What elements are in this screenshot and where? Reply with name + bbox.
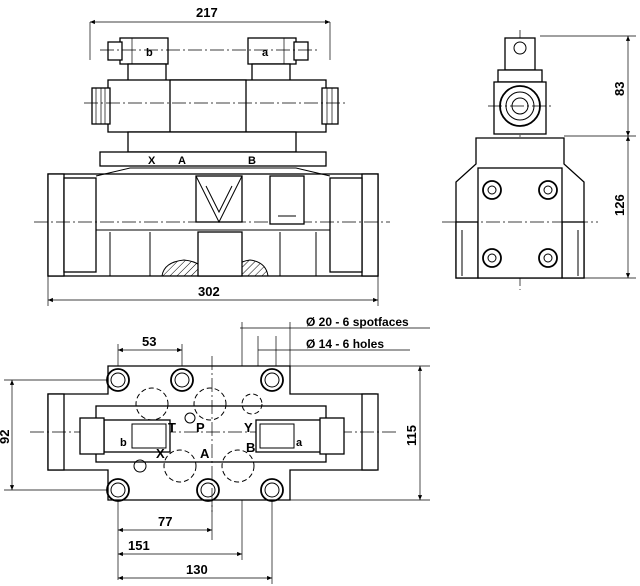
solenoid-body bbox=[84, 79, 348, 133]
dimension-217: 217 bbox=[89, 5, 331, 60]
dim-126-label: 126 bbox=[612, 194, 627, 216]
plan-port-x: X bbox=[156, 446, 165, 461]
front-port-a: A bbox=[178, 155, 186, 167]
dimension-126: 126 bbox=[584, 136, 636, 279]
dimension-130: 130 bbox=[118, 500, 273, 584]
main-valve-body: X A B bbox=[34, 155, 390, 277]
plan-view: Ø 20 - 6 spotfaces Ø 14 - 6 holes 53 bbox=[0, 315, 430, 584]
note-holes: Ø 14 - 6 holes bbox=[306, 337, 384, 351]
dimension-302: 302 bbox=[47, 276, 379, 306]
plan-port-y: Y bbox=[244, 420, 253, 435]
plan-port-a: A bbox=[200, 446, 210, 461]
solenoid-b-label: b bbox=[146, 47, 153, 59]
front-port-b: B bbox=[248, 155, 256, 167]
solenoid-connector-b: b bbox=[107, 37, 169, 83]
note-spotfaces: Ø 20 - 6 spotfaces bbox=[306, 315, 409, 329]
dimension-115: 115 bbox=[290, 365, 430, 501]
dim-302-label: 302 bbox=[198, 284, 220, 299]
dimension-92: 92 bbox=[0, 379, 108, 491]
dim-92-label: 92 bbox=[0, 430, 12, 444]
dim-151-label: 151 bbox=[128, 538, 150, 553]
plan-port-t: T bbox=[168, 420, 176, 435]
plan-port-p: P bbox=[196, 420, 205, 435]
solenoid-a-label: a bbox=[262, 47, 269, 59]
pilot-block bbox=[99, 131, 327, 167]
dimension-77: 77 bbox=[117, 500, 213, 580]
plan-a-label: a bbox=[296, 437, 303, 449]
dim-53-label: 53 bbox=[142, 334, 156, 349]
dim-217-label: 217 bbox=[196, 5, 218, 20]
plan-b-label: b bbox=[120, 437, 127, 449]
dim-83-label: 83 bbox=[612, 82, 627, 96]
dim-130-label: 130 bbox=[186, 562, 208, 577]
side-view: 83 126 bbox=[442, 30, 636, 290]
plan-port-b: B bbox=[246, 440, 255, 455]
dimension-83: 83 bbox=[540, 35, 636, 137]
dimension-151: 151 bbox=[118, 500, 243, 560]
front-view: 217 b a bbox=[34, 5, 390, 306]
dim-77-label: 77 bbox=[158, 514, 172, 529]
front-port-x: X bbox=[148, 155, 156, 167]
dim-115-label: 115 bbox=[404, 425, 419, 446]
solenoid-connector-a: a bbox=[247, 37, 309, 83]
